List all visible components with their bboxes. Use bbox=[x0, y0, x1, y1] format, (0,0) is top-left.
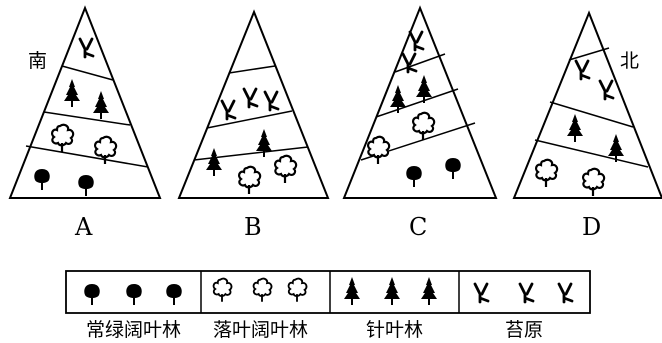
mountain-letter-c: C bbox=[409, 213, 427, 241]
mountain-letter-d: D bbox=[582, 213, 601, 241]
mountain-a: 南 A bbox=[10, 8, 160, 241]
mountain-letter-b: B bbox=[244, 213, 262, 241]
mountain-letter-a: A bbox=[74, 213, 93, 241]
legend-label-deciduous: 落叶阔叶林 bbox=[213, 319, 308, 341]
mountain-c: C bbox=[344, 8, 496, 241]
legend-label-tundra: 苔原 bbox=[505, 319, 543, 341]
legend: 常绿阔叶林 落叶阔叶林 针叶林 苔原 bbox=[66, 271, 590, 341]
direction-label-south: 南 bbox=[28, 50, 47, 72]
mountain-d: 北 D bbox=[514, 13, 662, 241]
mountain-b: B bbox=[179, 12, 328, 241]
mountain-a-outline bbox=[10, 8, 160, 198]
legend-label-evergreen: 常绿阔叶林 bbox=[86, 319, 181, 341]
legend-label-conifer: 针叶林 bbox=[366, 319, 423, 341]
legend-frame bbox=[66, 271, 590, 313]
direction-label-north: 北 bbox=[620, 50, 639, 72]
